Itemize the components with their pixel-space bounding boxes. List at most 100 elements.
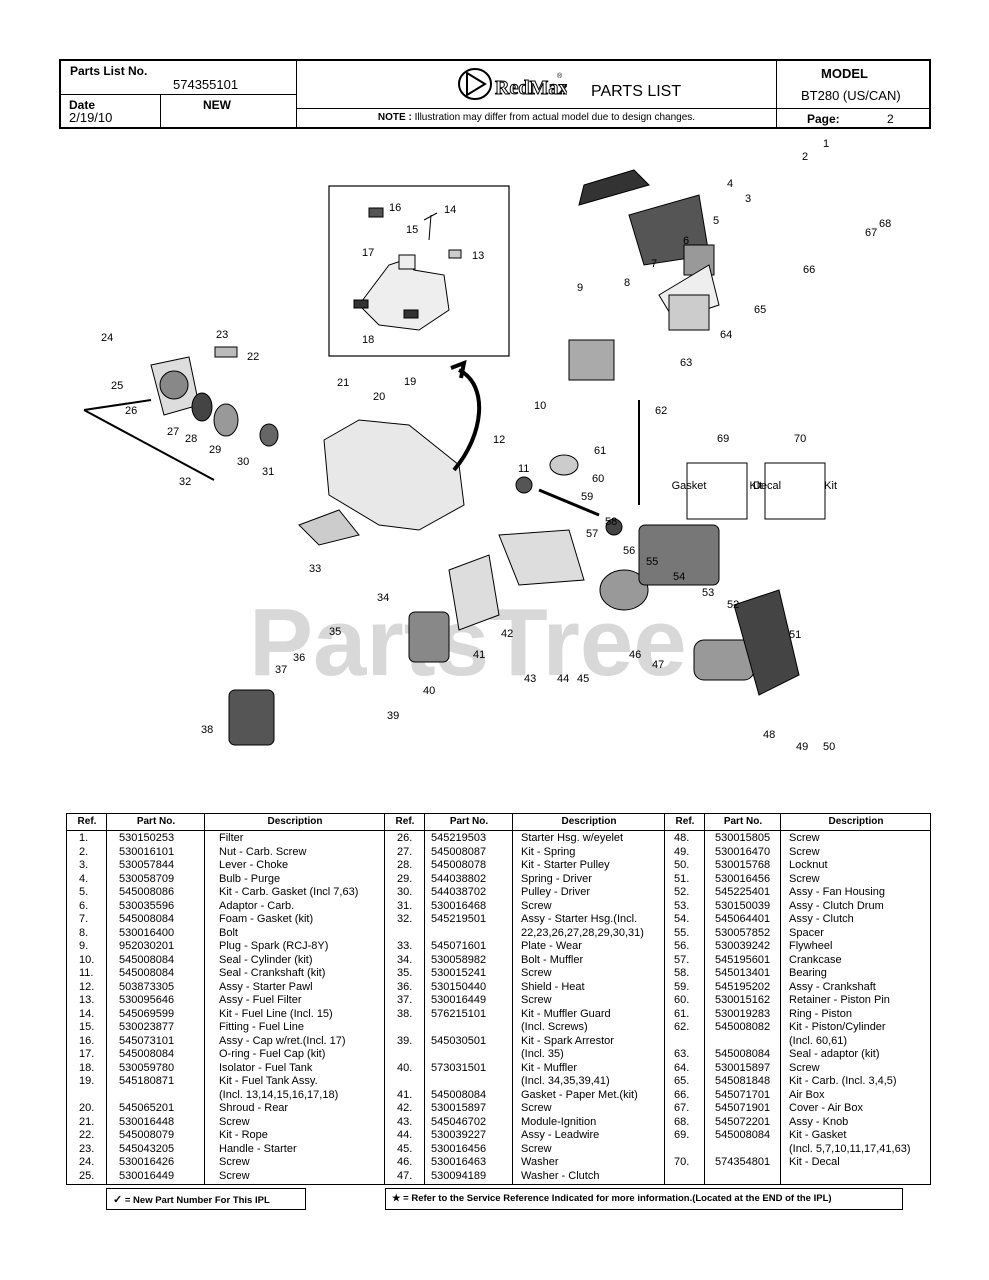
- cell-description: Kit - Fuel Line (Incl. 15): [219, 1007, 333, 1020]
- fuel-tank-assembly: [353, 207, 462, 331]
- cell-description: Kit - Gasket: [789, 1129, 847, 1141]
- cell-part-number: 545008084: [431, 1088, 487, 1101]
- cell-description: Air Box: [789, 1088, 825, 1101]
- cell-ref: 50.: [674, 859, 690, 871]
- cell-description: Seal - Crankshaft (kit): [219, 967, 326, 979]
- callout-62: 62: [655, 405, 667, 417]
- callout-56: 56: [623, 545, 635, 557]
- cell-part-number: 545046702: [431, 1115, 487, 1128]
- cell-description: Shield - Heat: [521, 980, 585, 993]
- cell-ref: 20.: [79, 1102, 95, 1114]
- callout-24: 24: [101, 332, 113, 344]
- cell-part-number: 545073101: [119, 1034, 175, 1047]
- cell-part-number: 545064401: [715, 913, 771, 925]
- cell-ref: 12.: [79, 980, 95, 993]
- cell-description: Assy - Leadwire: [521, 1129, 600, 1141]
- cell-part-number: 574354801: [715, 1156, 771, 1168]
- cell-ref: 33.: [397, 940, 413, 952]
- cell-description: Gasket - Paper Met.(kit): [521, 1088, 638, 1101]
- cell-part-number: 530016426: [119, 1156, 175, 1168]
- cell-description: Kit - Muffler Guard: [521, 1007, 611, 1020]
- cell-ref: 17.: [79, 1048, 95, 1060]
- cell-part-number: 530016468: [431, 899, 487, 912]
- cell-description: Washer: [521, 1156, 559, 1168]
- cell-part-number: 545030501: [431, 1034, 487, 1047]
- cell-ref: 19.: [79, 1075, 95, 1087]
- cell-ref: 5.: [79, 886, 89, 898]
- cell-description: Screw: [789, 845, 820, 858]
- model-value: BT280 (US/CAN): [801, 88, 901, 103]
- cell-ref: 8.: [79, 926, 89, 939]
- cell-ref: 14.: [79, 1007, 95, 1020]
- cell-part-number: 530059780: [119, 1061, 175, 1074]
- callout-64: 64: [720, 329, 732, 341]
- new-part-legend: ✓ = New Part Number For This IPL: [106, 1188, 306, 1210]
- parts-list-no: 574355101: [173, 77, 239, 92]
- gasket-kit-label: Gasket Kit: [672, 480, 763, 492]
- cell-part-number: 545008087: [431, 845, 487, 858]
- col-desc-header: Description: [828, 816, 884, 827]
- callout-52: 52: [727, 599, 739, 611]
- cell-part-number: 530150440: [431, 980, 487, 993]
- callout-38: 38: [201, 724, 213, 736]
- cell-description: O-ring - Fuel Cap (kit): [219, 1048, 326, 1060]
- cell-ref: 10.: [79, 953, 95, 966]
- cell-description: Screw: [789, 832, 820, 844]
- cell-ref: 67.: [674, 1102, 690, 1114]
- col-ref-header: Ref.: [77, 816, 97, 827]
- cell-part-number: 530058982: [431, 953, 487, 966]
- cell-description: Screw: [521, 967, 552, 979]
- cell-description: Assy - Fan Housing: [789, 886, 885, 898]
- cell-part-number: 952030201: [119, 940, 175, 952]
- page-cell: Page: 2: [777, 109, 929, 129]
- cell-part-number: 530016456: [715, 872, 771, 885]
- cell-part-number: 530150039: [715, 899, 771, 912]
- cell-description: 22,23,26,27,28,29,30,31): [521, 926, 644, 939]
- col-ref-header: Ref.: [395, 816, 415, 827]
- cell-ref: 31.: [397, 899, 413, 912]
- callout-37: 37: [275, 664, 287, 676]
- service-ref-star-icon: ★: [392, 1193, 401, 1204]
- cell-ref: 16.: [79, 1034, 95, 1047]
- date-value: 2/19/10: [69, 110, 113, 125]
- callout-6: 6: [683, 235, 689, 247]
- cell-ref: 46.: [397, 1156, 413, 1168]
- callout-49: 49: [796, 741, 808, 753]
- cell-ref: 40.: [397, 1061, 413, 1074]
- cell-description: Kit - Muffler: [521, 1061, 578, 1074]
- cell-ref: 68.: [674, 1115, 690, 1128]
- cell-description: Crankcase: [789, 953, 842, 966]
- cell-ref: 24.: [79, 1156, 95, 1168]
- cell-part-number: 530016463: [431, 1156, 487, 1168]
- callout-66: 66: [803, 264, 815, 276]
- cell-part-number: 545225401: [715, 886, 771, 898]
- cell-ref: 42.: [397, 1102, 413, 1114]
- cell-description: Kit - Starter Pulley: [521, 859, 610, 871]
- callout-39: 39: [387, 710, 399, 722]
- cell-part-number: 530015768: [715, 859, 771, 871]
- callout-53: 53: [702, 587, 714, 599]
- col-desc-header: Description: [267, 816, 323, 827]
- cell-description: Filter: [219, 832, 244, 844]
- cell-description: Assy - Clutch Drum: [789, 899, 884, 912]
- cell-description: Seal - adaptor (kit): [789, 1048, 880, 1060]
- col-desc-header: Description: [561, 816, 617, 827]
- callout-1: 1: [823, 138, 829, 150]
- callout-23: 23: [216, 329, 228, 341]
- cell-description: Assy - Clutch: [789, 913, 854, 925]
- cell-part-number: 530057844: [119, 859, 175, 871]
- note-text: Illustration may differ from actual mode…: [414, 112, 696, 123]
- new-part-legend-text: = New Part Number For This IPL: [124, 1195, 270, 1206]
- callout-10: 10: [534, 400, 546, 412]
- cell-ref: 56.: [674, 940, 690, 952]
- callout-65: 65: [754, 304, 766, 316]
- cell-ref: 39.: [397, 1034, 413, 1047]
- callout-63: 63: [680, 357, 692, 369]
- cell-part-number: 545069599: [119, 1007, 175, 1020]
- cell-ref: 49.: [674, 845, 690, 858]
- cell-description: Assy - Cap w/ret.(Incl. 17): [219, 1034, 346, 1047]
- callout-7: 7: [651, 258, 657, 270]
- cell-part-number: 545043205: [119, 1142, 175, 1155]
- parts-list-no-cell: Parts List No. 574355101: [61, 61, 297, 94]
- cell-part-number: 576215101: [431, 1007, 487, 1020]
